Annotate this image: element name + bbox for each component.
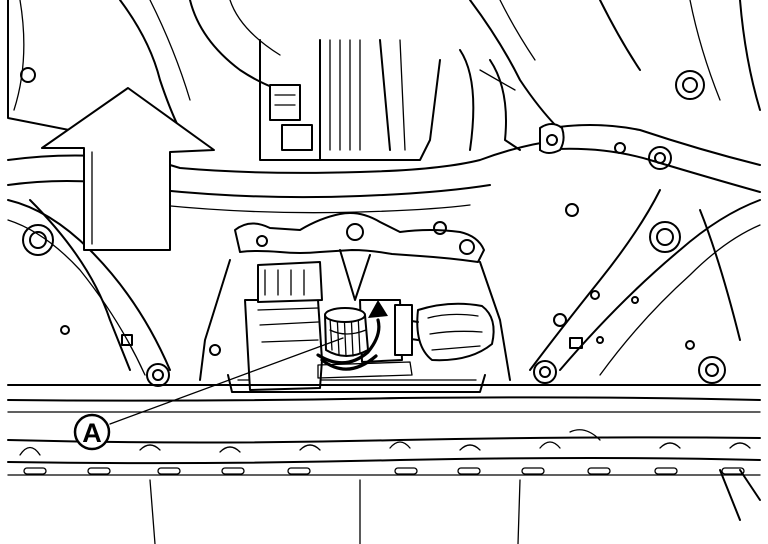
- bolt-lower-right: [533, 360, 557, 384]
- callout-a-leader-line: [109, 337, 344, 425]
- drain-plug: [324, 307, 369, 357]
- rotation-arrow-icon: [316, 300, 388, 371]
- callout-a-letter: A: [82, 418, 102, 448]
- bolt-upper-right: [675, 70, 705, 100]
- transmission-housing: [259, 39, 521, 161]
- callout-a-circle: [73, 413, 111, 451]
- slot-holes-row: [23, 467, 745, 475]
- harness-connector: [394, 302, 495, 362]
- upper-body-panel: [7, 0, 761, 141]
- bolt-left-mount: [22, 224, 54, 256]
- bolt-right-mount: [649, 221, 681, 253]
- bolt-far-right: [698, 356, 726, 384]
- up-arrow-icon: [41, 87, 215, 251]
- bolt-lower-left: [146, 363, 170, 387]
- wiring-clips-row: [19, 429, 751, 456]
- mount-bolts: [22, 70, 726, 387]
- lower-skid-plate: [7, 384, 761, 544]
- callout-a: A: [73, 337, 344, 451]
- bolt-crossmember-right: [648, 146, 672, 170]
